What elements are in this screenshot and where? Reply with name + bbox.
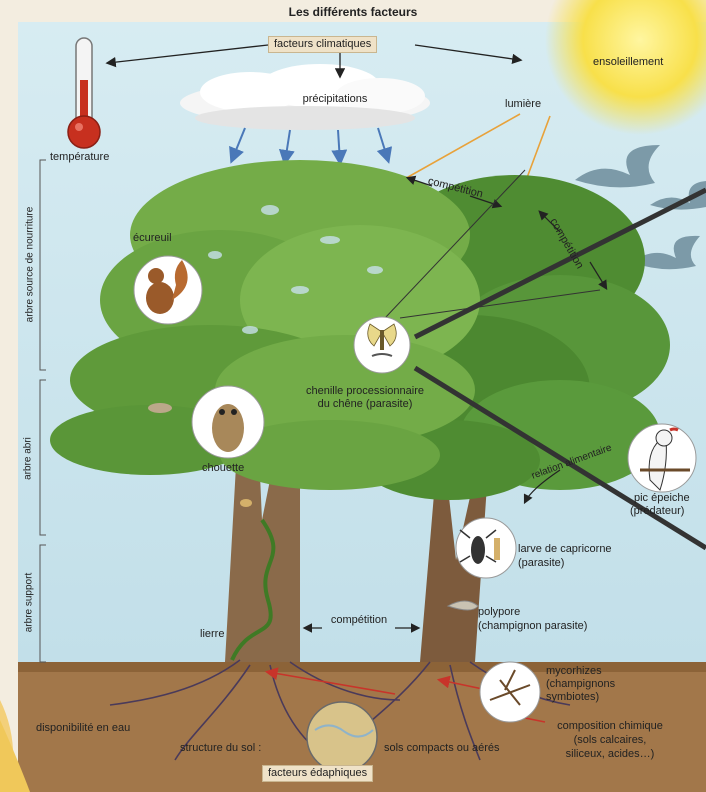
sunshine-label: ensoleillement [593, 56, 663, 69]
water-label: disponibilité en eau [36, 722, 130, 735]
woodpecker-label-2: (prédateur) [630, 505, 684, 518]
diagram-title: Les différents facteurs [253, 6, 453, 19]
squirrel-icon [134, 256, 202, 324]
mycorrhiza-label-2: (champignons [546, 678, 615, 691]
side-shelter-label: arbre abri [22, 429, 35, 489]
mycorrhiza-label-3: symbiotes) [546, 691, 599, 704]
mycorrhiza-icon [480, 662, 540, 722]
small-bird-icon [240, 499, 252, 507]
caterpillar-label-2: du chêne (parasite) [305, 398, 425, 411]
chemistry-label-1: composition chimique [535, 720, 685, 733]
side-food-label: arbre source de nourriture [24, 205, 37, 325]
edaphic-factors-label: facteurs édaphiques [262, 765, 373, 782]
chemistry-label-2: (sols calcaires, [535, 734, 685, 747]
beetle-icon [456, 518, 516, 578]
chemistry-label-3: siliceux, acides…) [535, 748, 685, 761]
light-label: lumière [505, 98, 541, 111]
precipitation-label: précipitations [270, 93, 400, 106]
nest-icon [148, 403, 172, 413]
ivy-label: lierre [200, 628, 224, 641]
beetle-label-2: (parasite) [518, 557, 564, 570]
mycorrhiza-label-1: mycorhizes [546, 665, 602, 678]
owl-icon [192, 386, 264, 458]
climatic-factors-label: facteurs climatiques [268, 36, 377, 53]
beetle-label-1: larve de capricorne [518, 543, 612, 556]
moth-icon [354, 317, 410, 373]
side-support-label: arbre support [23, 568, 36, 638]
temperature-label: température [50, 151, 109, 164]
structure-label: structure du sol : [180, 742, 261, 755]
compact-label: sols compacts ou aérés [384, 742, 500, 755]
woodpecker-icon [628, 424, 696, 492]
woodpecker-label-1: pic épeiche [634, 492, 690, 505]
squirrel-label: écureuil [133, 232, 172, 245]
polypore-label-2: (champignon parasite) [478, 620, 587, 633]
soil-sample-icon [307, 702, 377, 772]
competition-trunks-label: compétition [322, 614, 396, 627]
owl-label: chouette [202, 462, 244, 475]
polypore-label-1: polypore [478, 606, 520, 619]
caterpillar-label-1: chenille processionnaire [305, 385, 425, 398]
